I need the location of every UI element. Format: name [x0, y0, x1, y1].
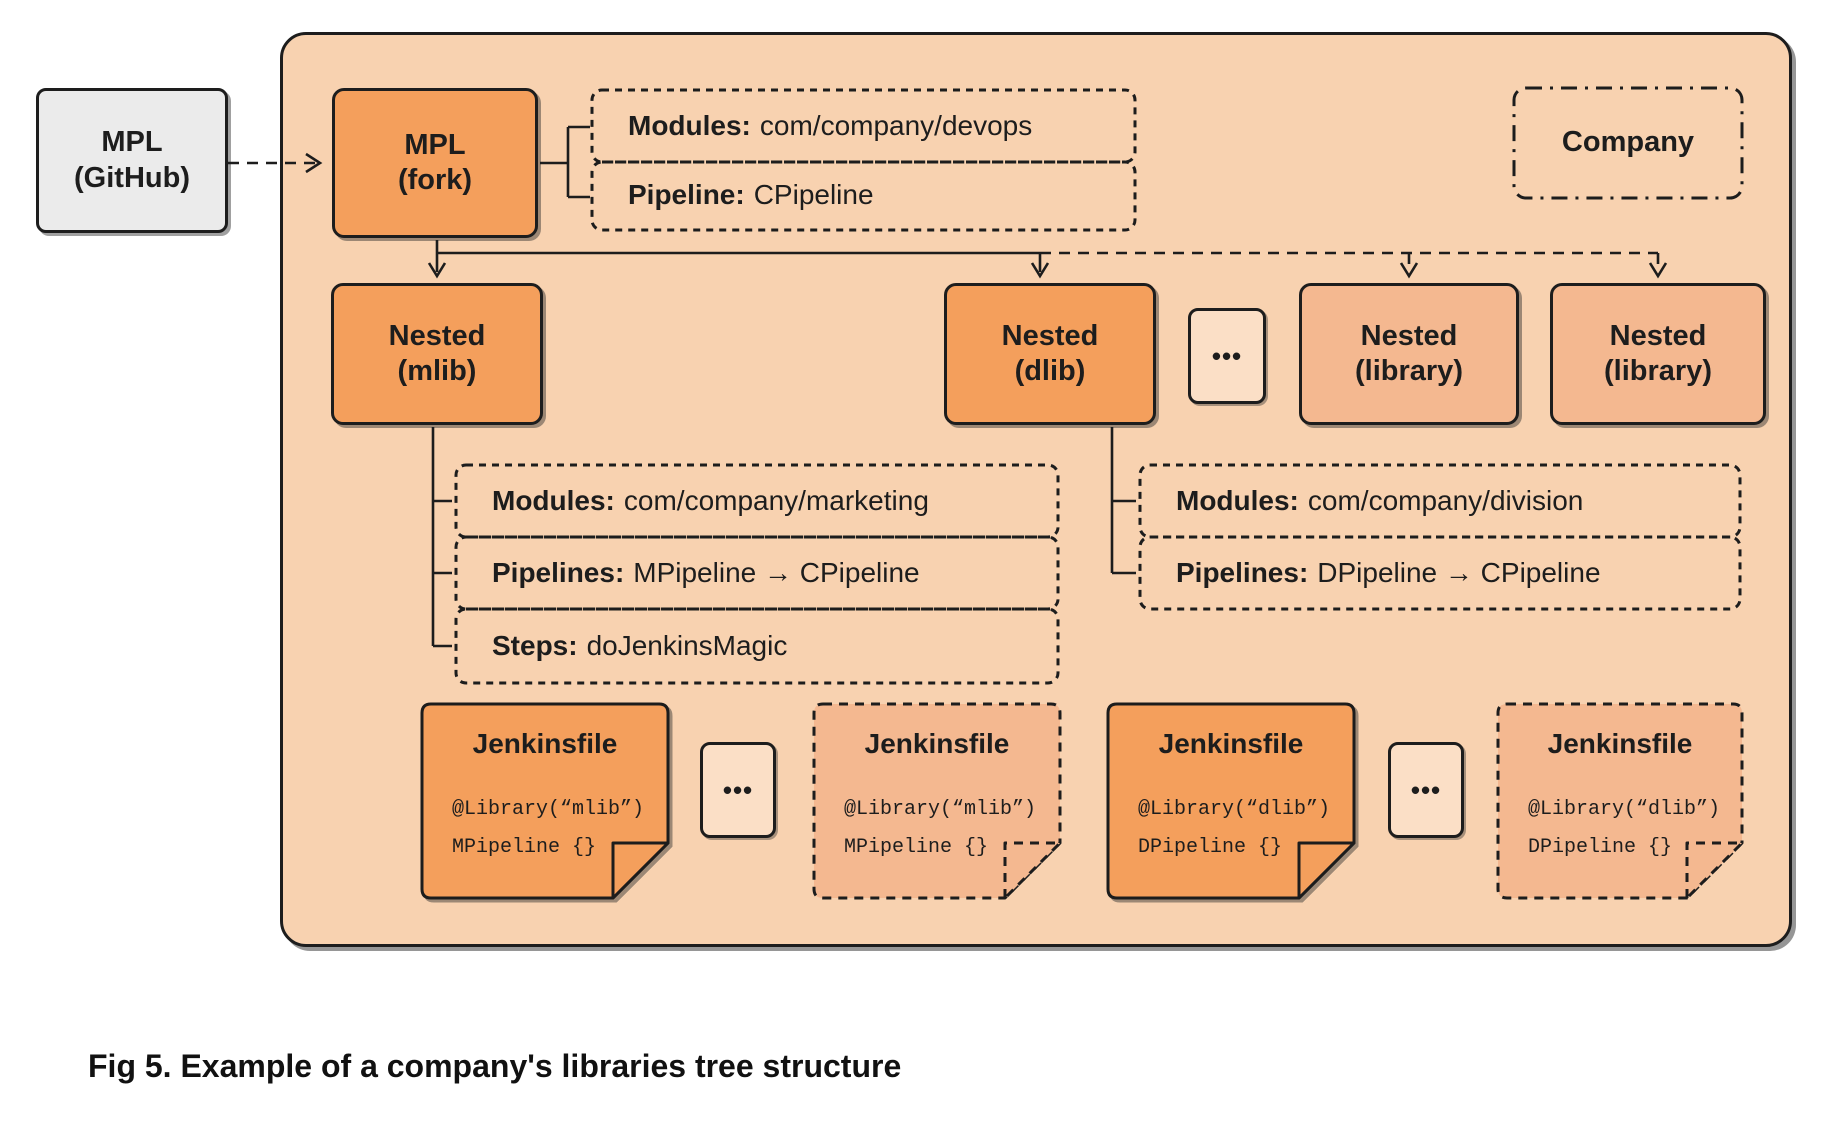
fork-modules-row: Modules: com/company/devops — [628, 90, 1032, 162]
mlib-pipelines-row: Pipelines: MPipeline → CPipeline — [492, 537, 920, 609]
ellipsis-dots: ••• — [1410, 774, 1442, 805]
node-label-line: (library) — [1355, 355, 1463, 387]
jenkinsfile-code-line: @Library(“mlib”) — [452, 798, 645, 821]
detail-value: com/company/marketing — [623, 485, 929, 516]
detail-value: com/company/division — [1307, 485, 1584, 516]
node-label-line: Nested — [388, 319, 486, 352]
fork-pipeline-row: Pipeline: CPipeline — [628, 160, 874, 230]
node-nested-library-1: Nested (library) — [1299, 283, 1519, 425]
jenkinsfile-code-line: @Library(“dlib”) — [1138, 798, 1331, 821]
jenkinsfile-code-line: MPipeline {} — [844, 836, 989, 859]
detail-label: Modules: — [1176, 485, 1299, 516]
jenkinsfile-code-line: @Library(“dlib”) — [1528, 798, 1721, 821]
jenkinsfile-title: Jenkinsfile — [1547, 728, 1693, 759]
jenkinsfile-code-line: DPipeline {} — [1138, 836, 1283, 859]
jenkinsfile-code-line: @Library(“mlib”) — [844, 798, 1037, 821]
mlib-modules-row: Modules: com/company/marketing — [492, 465, 929, 537]
detail-label: Pipelines: — [492, 557, 625, 588]
ellipsis-box-jenkinsfiles-dlib: ••• — [1388, 742, 1464, 838]
jenkinsfile-code-line: DPipeline {} — [1528, 836, 1673, 859]
detail-value: DPipeline → CPipeline — [1317, 557, 1601, 588]
detail-label: Steps: — [492, 630, 578, 661]
detail-value: com/company/devops — [759, 110, 1033, 141]
ellipsis-box-libraries: ••• — [1188, 308, 1266, 404]
jenkinsfile-title: Jenkinsfile — [1158, 728, 1304, 759]
jenkinsfile-title: Jenkinsfile — [864, 728, 1010, 759]
node-label-line: (library) — [1604, 355, 1712, 387]
ellipsis-dots: ••• — [722, 774, 754, 805]
node-label-line: (GitHub) — [74, 161, 190, 194]
detail-label: Modules: — [628, 110, 751, 141]
node-label-line: (dlib) — [1014, 355, 1086, 387]
ellipsis-box-jenkinsfiles-mlib: ••• — [700, 742, 776, 838]
node-label-line: Nested — [1001, 319, 1099, 352]
node-label-line: Nested — [1360, 319, 1458, 352]
node-nested-library-2: Nested (library) — [1550, 283, 1766, 425]
company-label-text: Company — [1561, 126, 1695, 159]
company-label: Company — [1514, 88, 1742, 198]
node-nested-mlib: Nested (mlib) — [331, 283, 543, 425]
node-mpl-fork: MPL (fork) — [332, 88, 538, 238]
detail-value: MPipeline → CPipeline — [633, 557, 920, 588]
detail-value: CPipeline — [753, 179, 874, 210]
dlib-modules-row: Modules: com/company/division — [1176, 465, 1583, 537]
node-label-line: Nested — [1609, 319, 1707, 352]
mlib-steps-row: Steps: doJenkinsMagic — [492, 609, 787, 683]
node-nested-dlib: Nested (dlib) — [944, 283, 1156, 425]
jenkinsfile-code-line: MPipeline {} — [452, 836, 597, 859]
detail-label: Pipelines: — [1176, 557, 1309, 588]
detail-label: Modules: — [492, 485, 615, 516]
detail-label: Pipeline: — [628, 179, 745, 210]
detail-value: doJenkinsMagic — [586, 630, 788, 661]
node-label-line: MPL — [404, 128, 466, 161]
dlib-pipelines-row: Pipelines: DPipeline → CPipeline — [1176, 537, 1601, 609]
jenkinsfile-title: Jenkinsfile — [472, 728, 618, 759]
figure-caption: Fig 5. Example of a company's libraries … — [88, 1048, 902, 1084]
node-mpl-github: MPL (GitHub) — [36, 88, 228, 233]
ellipsis-dots: ••• — [1211, 340, 1243, 371]
node-label-line: (fork) — [397, 164, 473, 196]
node-label-line: MPL — [101, 126, 163, 159]
node-label-line: (mlib) — [397, 355, 477, 387]
